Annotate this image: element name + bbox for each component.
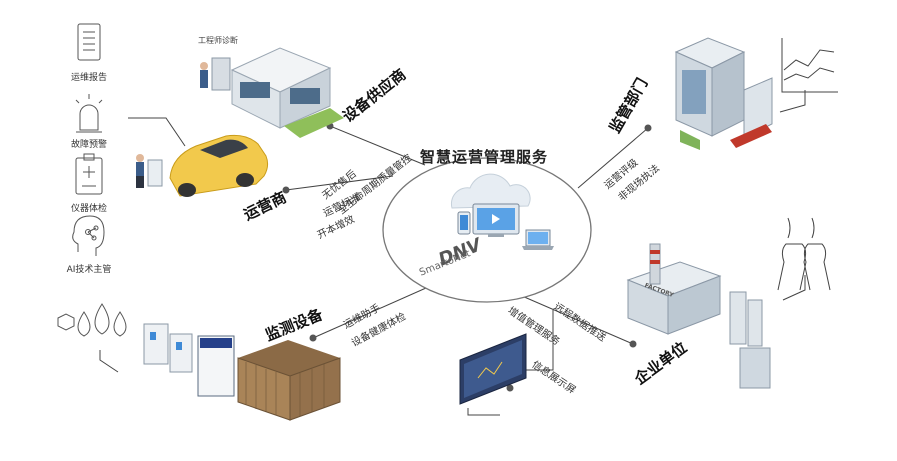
line-to-regulator bbox=[577, 127, 649, 189]
cooling-tower-icon bbox=[777, 217, 831, 291]
line-drops-to-devices bbox=[99, 350, 119, 373]
line-chart-to-building bbox=[779, 90, 806, 113]
line-tower-to-factory bbox=[782, 275, 806, 301]
left-label-alarm: 故障预警 bbox=[70, 140, 107, 150]
left-label-report: 运维报告 bbox=[70, 73, 107, 83]
center-title: 智慧运营管理服务 bbox=[420, 148, 549, 166]
monitoring-devices-icon bbox=[143, 323, 341, 421]
left-panel-icons bbox=[72, 23, 105, 256]
trend-chart-icon bbox=[781, 38, 838, 93]
line-to-enterprise bbox=[521, 295, 634, 345]
line-alarm-to-car bbox=[128, 117, 186, 147]
ai-head-icon bbox=[72, 215, 105, 256]
technician-icon bbox=[136, 154, 144, 188]
regulator-building-icon bbox=[674, 37, 773, 150]
report-icon bbox=[77, 23, 101, 61]
clipboard-checkup-icon bbox=[75, 153, 103, 195]
line-screen bbox=[467, 408, 500, 416]
left-label-checkup: 仪器体检 bbox=[70, 204, 107, 214]
left-label-ai: AI技术主管 bbox=[66, 265, 112, 275]
supplier-building-icon bbox=[200, 47, 344, 138]
line-to-operator bbox=[285, 175, 394, 191]
connector-lines bbox=[99, 90, 806, 416]
water-drops-icon bbox=[57, 303, 127, 337]
factory-icon bbox=[626, 243, 771, 389]
cloud-devices-icon bbox=[450, 173, 554, 250]
connector-dots bbox=[282, 122, 652, 392]
line-to-supplier bbox=[329, 125, 426, 166]
line-to-monitoring bbox=[312, 283, 436, 339]
electric-car-icon bbox=[147, 134, 269, 197]
alarm-light-icon bbox=[75, 94, 103, 133]
supplier-caption: 工程师诊断 bbox=[198, 36, 238, 45]
info-display-screen-icon bbox=[459, 333, 527, 405]
